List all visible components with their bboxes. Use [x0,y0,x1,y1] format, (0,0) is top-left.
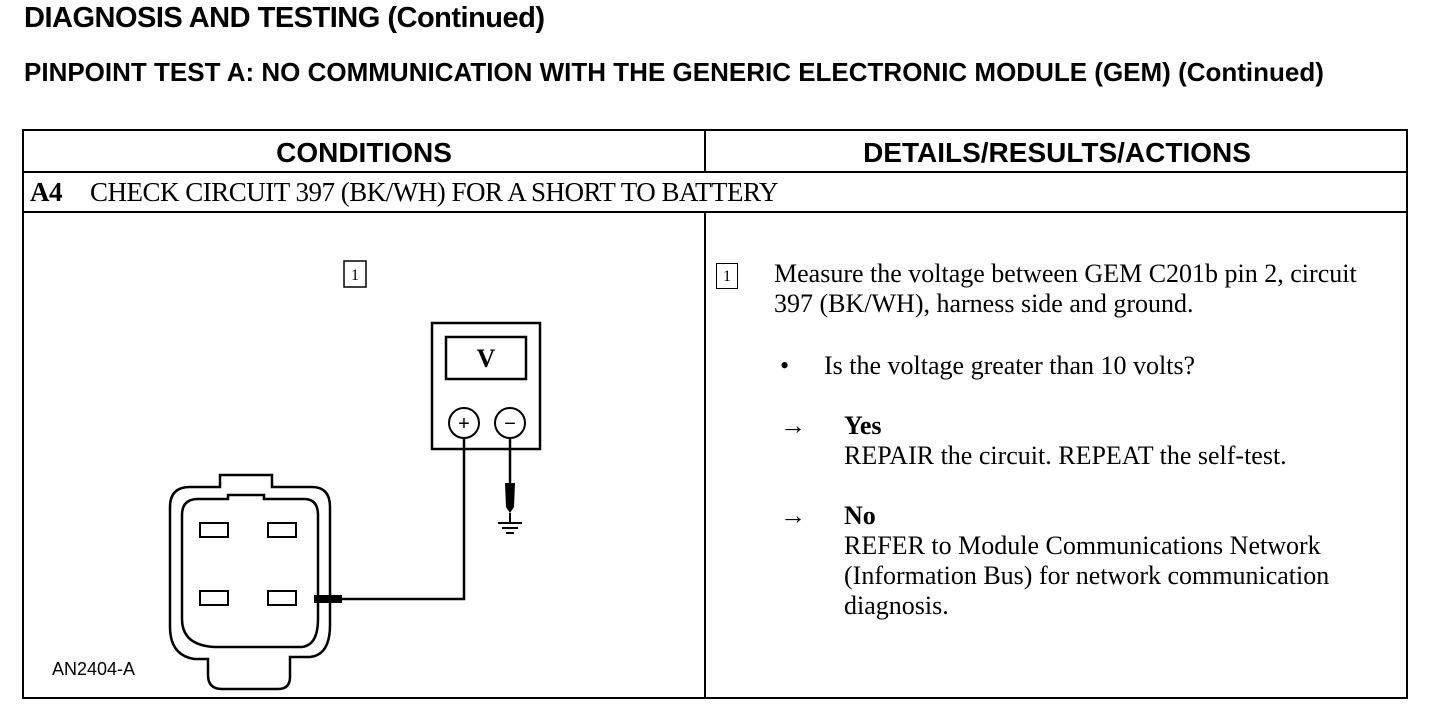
no-label: No [844,501,876,530]
probe-tip [314,595,342,603]
column-header-details: DETAILS/RESULTS/ACTIONS [863,137,1251,168]
gem-connector-c201b-icon [168,473,332,691]
question-text: Is the voltage greater than 10 volts? [824,351,1196,380]
step-title: CHECK CIRCUIT 397 (BK/WH) FOR A SHORT TO… [90,177,778,207]
ground-icon [498,513,522,534]
positive-test-lead [324,438,466,601]
column-header-conditions: CONDITIONS [276,137,452,168]
voltmeter-icon: V + − [430,321,542,451]
no-action: REFER to Module Communications Network (… [844,531,1330,620]
header-column-divider [704,131,706,171]
header-divider [24,171,1406,173]
svg-text:1: 1 [351,267,359,284]
details-step-marker: 1 [716,263,738,289]
ground-probe [505,483,515,513]
body-column-divider [704,213,706,699]
measure-instruction: Measure the voltage between GEM C201b pi… [774,259,1357,318]
bullet-icon: • [780,351,790,380]
arrow-right-icon: → [780,501,806,530]
step-number: A4 [30,177,63,207]
step-row: A4 CHECK CIRCUIT 397 (BK/WH) FOR A SHORT … [30,177,778,208]
pinpoint-test-table: CONDITIONS DETAILS/RESULTS/ACTIONS A4 CHE… [22,129,1408,699]
yes-action: REPAIR the circuit. REPEAT the self-test… [844,441,1287,470]
figure-code: AN2404-A [52,659,136,679]
meter-v-label: V [477,344,496,373]
pinpoint-test-title: PINPOINT TEST A: NO COMMUNICATION WITH T… [24,57,1324,87]
question-row: • Is the voltage greater than 10 volts? [780,351,1195,381]
diagram-step-marker: 1 [343,260,367,288]
step-divider [24,211,1406,213]
page-title: DIAGNOSIS AND TESTING (Continued) [24,2,545,34]
plus-terminal-symbol: + [458,413,470,435]
connector-voltmeter-diagram: 1 V + − [168,260,542,691]
arrow-right-icon: → [780,411,806,440]
minus-terminal-symbol: − [504,413,516,435]
yes-label: Yes [844,411,882,440]
